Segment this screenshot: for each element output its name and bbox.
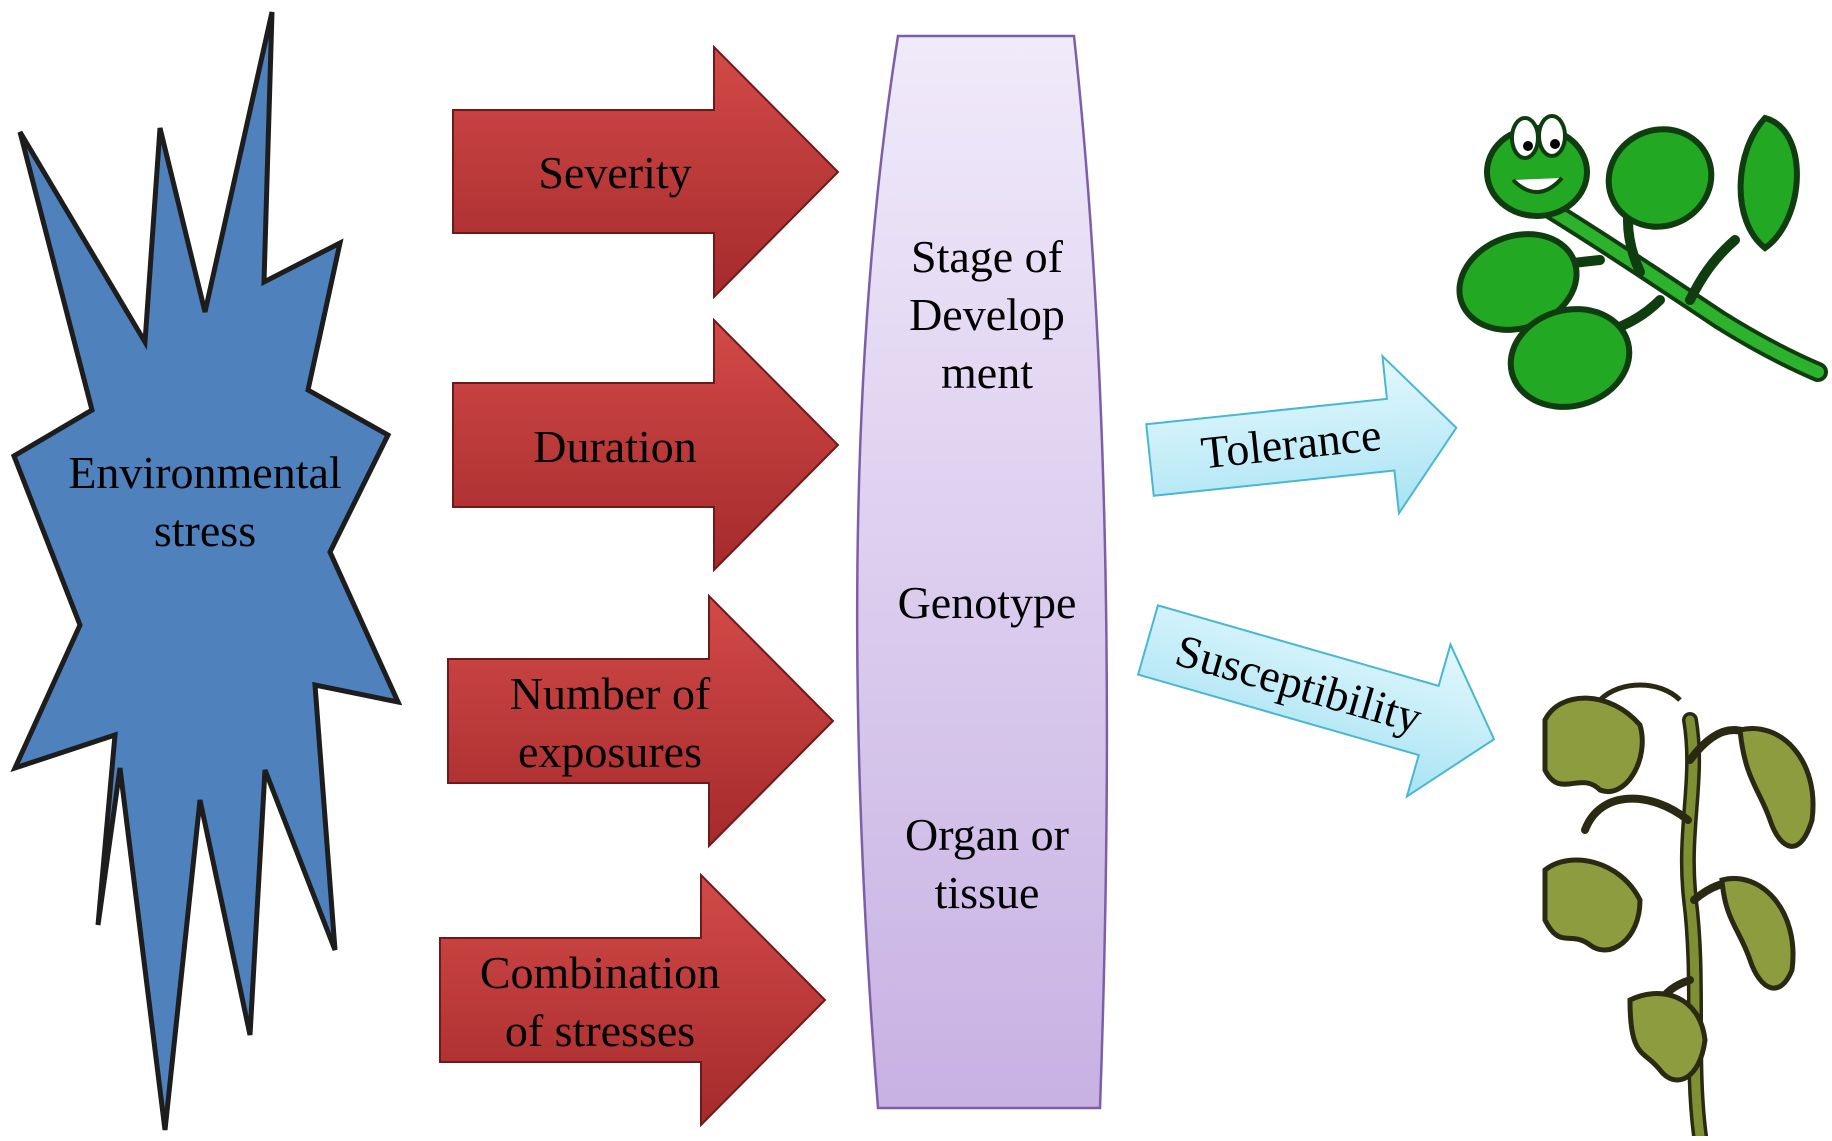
combination-label-line2: of stresses — [505, 1005, 695, 1056]
susceptibility-arrow-shape — [1136, 604, 1496, 799]
stage-label-line3: ment — [941, 347, 1033, 398]
environmental-stress-burst: Environmental stress — [10, 11, 403, 1131]
wilted-plant-icon — [1542, 682, 1816, 1141]
organ-label-line2: tissue — [935, 867, 1040, 918]
factor-arrow-severity: Severity — [452, 44, 840, 300]
combination-arrow-shape — [439, 872, 827, 1128]
stage-label-line1: Stage of — [911, 231, 1064, 282]
stress-label-line1: Environmental — [68, 447, 341, 498]
exposures-label-line2: exposures — [518, 726, 702, 777]
modifier-panel-shape — [855, 34, 1109, 1110]
stage-label-line2: Develop — [909, 289, 1065, 340]
genotype-label: Genotype — [898, 577, 1077, 628]
outcome-arrow-susceptibility: Susceptibility — [1136, 604, 1496, 799]
severity-label: Severity — [538, 147, 691, 198]
susceptibility-label: Susceptibility — [1170, 624, 1427, 743]
severity-arrow-shape — [452, 44, 840, 300]
duration-label: Duration — [533, 421, 697, 472]
factor-arrow-duration: Duration — [452, 317, 840, 573]
stress-label-line2: stress — [154, 505, 256, 556]
tolerance-arrow-shape — [1145, 353, 1458, 517]
modifier-panel: Stage of Develop ment Genotype Organ or … — [855, 34, 1109, 1110]
healthy-plant-icon — [1456, 114, 1828, 410]
outcome-arrow-tolerance: Tolerance — [1145, 353, 1458, 517]
combination-label-line1: Combination — [480, 947, 720, 998]
exposures-label-line1: Number of — [510, 668, 711, 719]
organ-label-line1: Organ or — [905, 809, 1069, 860]
duration-arrow-shape — [452, 317, 840, 573]
exposures-arrow-shape — [447, 593, 835, 849]
factor-arrow-exposures: Number of exposures — [447, 593, 835, 849]
starburst-shape — [10, 11, 403, 1131]
factor-arrow-combination: Combination of stresses — [439, 872, 827, 1128]
